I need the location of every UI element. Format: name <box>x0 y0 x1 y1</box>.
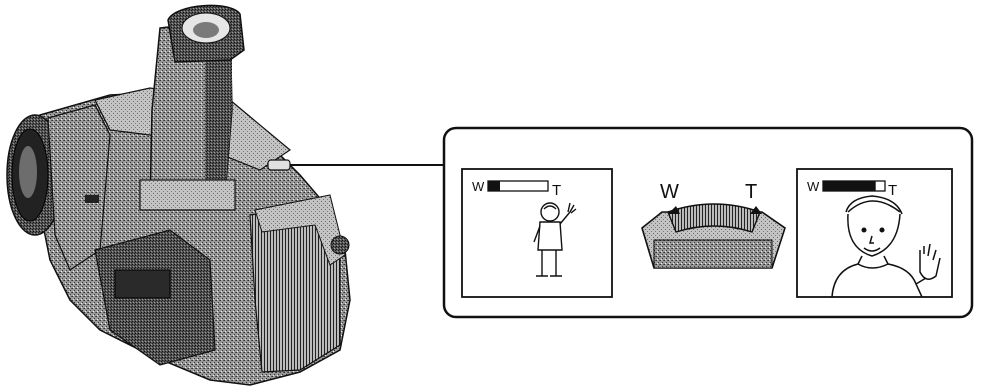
camcorder-illustration <box>6 4 351 386</box>
small-person-figure <box>533 202 577 277</box>
tele-arrow-icon <box>750 206 762 214</box>
zoom-bar-fill <box>823 181 876 191</box>
telephoto-panel: W T <box>796 168 953 298</box>
zoom-bar-tele-label-tele: T <box>888 182 897 199</box>
wide-arrow-icon <box>668 206 680 214</box>
large-person-figure <box>831 195 941 298</box>
zoom-callout: W T W T <box>442 126 974 319</box>
viewfinder-hinge <box>139 179 236 211</box>
zoom-bar-wide-label: W <box>472 179 485 194</box>
eyepiece-glass <box>193 22 219 38</box>
control-dial <box>330 235 350 255</box>
zoom-lever-rocker <box>667 203 761 233</box>
power-zoom-lever <box>267 159 291 171</box>
zoom-lever-tele-label: T <box>745 181 757 203</box>
zoom-lever-wide-label: W <box>660 181 679 203</box>
wide-angle-panel: W T <box>461 168 613 298</box>
zoom-bar-fill <box>488 181 500 191</box>
brand-badge <box>85 195 99 203</box>
zoom-lever-base <box>653 239 773 269</box>
viewfinder-side-shade <box>205 20 232 198</box>
grip-strap <box>254 194 346 266</box>
zoom-bar-tele-label: T <box>552 182 561 199</box>
zoom-bar-wide-label-tele: W <box>807 179 820 194</box>
side-panel-window <box>114 269 171 299</box>
lens-glass <box>19 146 37 198</box>
zoom-lever-closeup: W T <box>641 181 786 269</box>
